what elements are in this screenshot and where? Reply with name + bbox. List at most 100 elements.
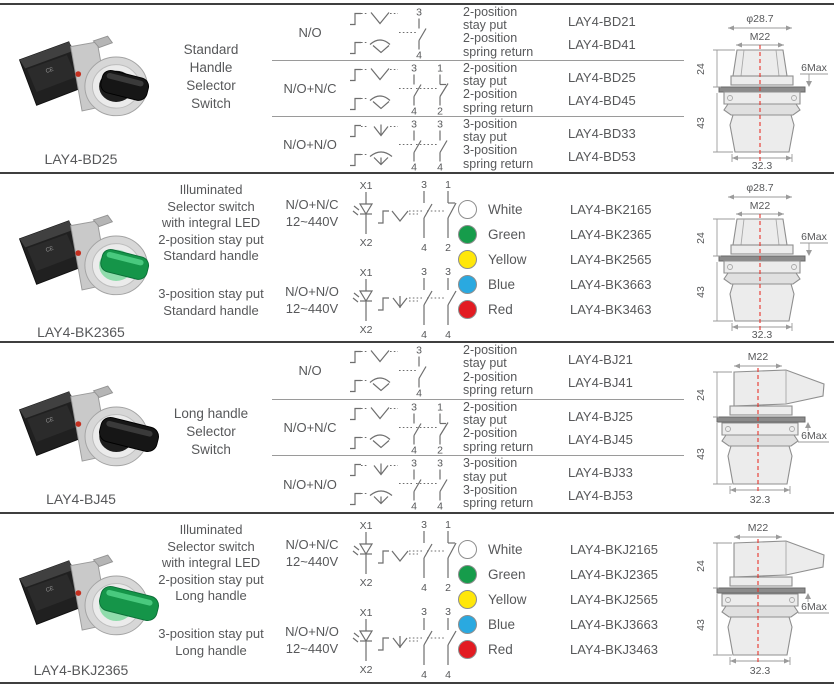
- product-model-caption: LAY4-BJ45: [46, 491, 116, 507]
- svg-text:X2: X2: [360, 664, 373, 676]
- svg-text:3: 3: [411, 458, 417, 470]
- svg-text:4: 4: [421, 329, 427, 341]
- svg-text:1: 1: [437, 62, 443, 74]
- circuit-symbol: 3 4 1 2: [350, 401, 449, 455]
- bottom-divider: [0, 682, 834, 684]
- color-dot-red: [458, 300, 477, 319]
- circuit-symbol: 3 4 3 4: [350, 458, 448, 512]
- svg-text:2: 2: [437, 105, 443, 116]
- svg-text:1: 1: [445, 519, 451, 531]
- color-dot-white: [458, 200, 477, 219]
- model-numbers: LAY4-BD25 LAY4-BD45: [568, 69, 636, 108]
- svg-text:M22: M22: [748, 351, 769, 363]
- model-numbers: LAY4-BD33 LAY4-BD53: [568, 125, 636, 164]
- model-numbers: LAY4-BJ25 LAY4-BJ45: [568, 408, 633, 447]
- product-photo-standard-handle: CE: [18, 35, 150, 117]
- svg-text:X2: X2: [360, 577, 373, 589]
- svg-text:43: 43: [695, 286, 707, 298]
- table-row: N/O+N/C 3 4 1 2 2-position stay put: [272, 61, 684, 117]
- svg-text:1: 1: [445, 179, 451, 191]
- svg-text:1: 1: [437, 401, 443, 413]
- svg-text:6Max: 6Max: [801, 601, 827, 613]
- svg-text:24: 24: [695, 560, 707, 572]
- position-descriptions: 3-position stay put 3-position spring re…: [463, 456, 534, 511]
- svg-text:2: 2: [437, 444, 443, 455]
- svg-text:4: 4: [421, 242, 427, 254]
- svg-text:24: 24: [695, 63, 707, 75]
- model-numbers: LAY4-BJ33 LAY4-BJ53: [568, 465, 633, 504]
- svg-text:φ28.7: φ28.7: [746, 13, 773, 25]
- svg-text:4: 4: [421, 582, 427, 594]
- led-circuit-symbol: X1 X2 3 4 1 2: [352, 179, 457, 254]
- product-row-illuminated-standard: CE LAY4-BK2365 Illuminated Selector swit…: [0, 172, 834, 341]
- svg-text:X1: X1: [360, 520, 373, 532]
- product-description-block1: Illuminated Selector switch with integra…: [158, 182, 264, 263]
- svg-text:4: 4: [416, 49, 422, 60]
- svg-text:3: 3: [416, 6, 422, 18]
- svg-text:43: 43: [695, 448, 707, 460]
- product-photo-illuminated-long: CE: [18, 554, 159, 636]
- description-line: Switch: [191, 96, 231, 111]
- model-numbers: LAY4-BK2165 LAY4-BK2365 LAY4-BK2565 LAY4…: [570, 202, 652, 317]
- svg-text:4: 4: [445, 669, 451, 681]
- contact-config-table: N/O 3 4 2-position stay put 2-position s…: [272, 343, 684, 512]
- contact-config-label: N/O+N/O 12~440V: [285, 284, 339, 316]
- color-dot-blue: [458, 275, 477, 294]
- product-description: Standard Handle Selector Switch: [140, 41, 282, 113]
- led-circuit-symbol: X1 X2 3 4 3 4: [352, 266, 457, 341]
- svg-text:3: 3: [421, 519, 427, 531]
- circuit-symbol: 3 4 1 2: [350, 62, 449, 116]
- table-row: N/O+N/O 3 4 3 4 3-position stay put: [272, 117, 684, 172]
- color-dot-yellow: [458, 590, 477, 609]
- svg-text:4: 4: [421, 669, 427, 681]
- table-row: N/O 3 4 2-position stay put 2-position s…: [272, 5, 684, 61]
- position-descriptions: 2-position stay put 2-position spring re…: [463, 399, 534, 454]
- position-descriptions: 2-position stay put 2-position spring re…: [463, 4, 534, 59]
- contact-config-label: N/O+N/C 12~440V: [285, 197, 339, 229]
- dimension-drawing-standard: φ28.7 M22 6Max 24 43 32.3: [695, 182, 828, 340]
- table-row: N/O 3 4 2-position stay put 2-position s…: [272, 343, 684, 400]
- legend-item: Blue: [458, 272, 527, 297]
- svg-text:3: 3: [445, 266, 451, 278]
- svg-text:M22: M22: [750, 31, 771, 43]
- svg-text:3: 3: [411, 118, 417, 130]
- svg-text:4: 4: [411, 501, 417, 512]
- legend-item: White: [458, 197, 527, 222]
- position-descriptions: 3-position stay put 3-position spring re…: [463, 116, 534, 171]
- contact-config-label: N/O: [298, 363, 322, 379]
- svg-text:32.3: 32.3: [752, 329, 773, 340]
- svg-text:3: 3: [421, 266, 427, 278]
- position-descriptions: 2-position stay put 2-position spring re…: [463, 343, 534, 398]
- color-dot-green: [458, 565, 477, 584]
- legend-item: Red: [458, 297, 527, 322]
- lens-color-legend: White Green Yellow Blue Red: [458, 537, 527, 662]
- svg-text:4: 4: [437, 161, 443, 172]
- svg-text:φ28.7: φ28.7: [746, 182, 773, 194]
- svg-text:6Max: 6Max: [801, 231, 827, 243]
- color-dot-yellow: [458, 250, 477, 269]
- product-photo-long-handle: CE: [18, 385, 159, 467]
- legend-item: White: [458, 537, 527, 562]
- legend-item: Yellow: [458, 247, 527, 272]
- product-description-block2: 3-position stay put Standard handle: [158, 286, 264, 318]
- svg-text:6Max: 6Max: [801, 430, 827, 442]
- product-row-standard-handle: CE LAY4-BD25 Standard Handle Selector Sw…: [0, 3, 834, 172]
- description-line: Selector: [186, 78, 236, 93]
- svg-text:24: 24: [695, 232, 707, 244]
- svg-text:3: 3: [445, 606, 451, 618]
- product-model-caption: LAY4-BD25: [44, 151, 118, 167]
- product-row-long-handle: CE LAY4-BJ45 Long handle Selector Switch…: [0, 341, 834, 512]
- color-dot-red: [458, 640, 477, 659]
- led-circuit-symbol: X1 X2 3 4 3 4: [352, 606, 457, 681]
- circuit-symbol: 3 4: [350, 344, 427, 398]
- svg-text:43: 43: [695, 117, 707, 129]
- contact-config-label: N/O+N/O: [283, 137, 337, 152]
- contact-config-table: N/O+N/C 12~440V X1 X2 3 4 1 2 N/O+N/O: [272, 514, 684, 682]
- dimension-drawing-standard: φ28.7 M22 6Max 24 43 32.3: [695, 13, 828, 171]
- svg-text:X2: X2: [360, 324, 373, 336]
- lens-color-legend: White Green Yellow Blue Red: [458, 197, 527, 322]
- product-description-block1: Illuminated Selector switch with integra…: [158, 522, 264, 603]
- model-numbers: LAY4-BKJ2165 LAY4-BKJ2365 LAY4-BKJ2565 L…: [570, 542, 658, 657]
- model-numbers: LAY4-BJ21 LAY4-BJ41: [568, 351, 633, 390]
